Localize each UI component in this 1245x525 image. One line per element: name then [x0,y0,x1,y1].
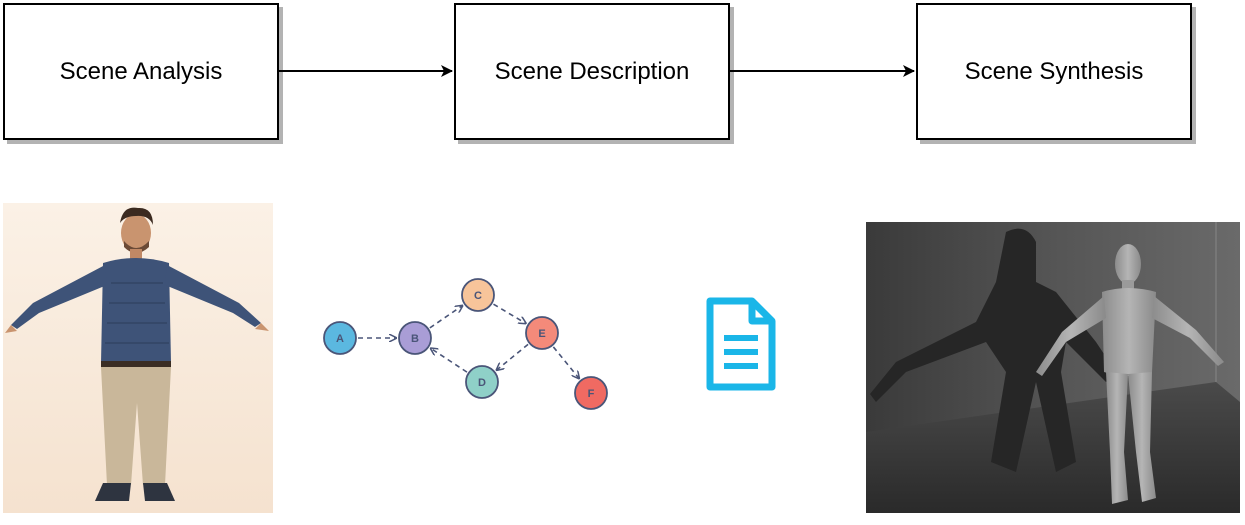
graph-node-circle [398,321,432,355]
scene-description-box: Scene Description [454,3,730,140]
graph-node-circle [525,316,559,350]
scene-description-label: Scene Description [494,57,690,85]
graph-node-label: D [478,377,486,389]
rendered-scene-image [866,222,1240,513]
scene-graph-illustration: A B C D E F [323,278,608,410]
graph-edge-e-d [497,343,529,370]
graph-node-a: A [323,321,357,355]
graph-edge-b-c [429,306,462,329]
graph-node-label: C [474,290,482,302]
scene-synthesis-box: Scene Synthesis [916,3,1192,140]
scene-analysis-box: Scene Analysis [3,3,279,140]
graph-node-label: A [336,333,344,345]
graph-node-b: B [398,321,432,355]
graph-node-d: D [465,365,499,399]
document-icon [706,297,776,391]
graph-node-circle [323,321,357,355]
scene-analysis-label: Scene Analysis [59,57,223,85]
graph-edge-c-e [493,303,525,323]
graph-node-circle [461,278,495,312]
graph-edge-d-b [431,348,468,373]
graph-node-e: E [525,316,559,350]
graph-node-label: F [588,388,595,400]
graph-node-label: B [411,333,419,345]
graph-node-f: F [574,376,608,410]
graph-edge-e-f [552,346,579,378]
person-photo [3,203,273,513]
graph-nodes: A B C D E F [323,278,608,410]
graph-node-c: C [461,278,495,312]
graph-node-circle [465,365,499,399]
graph-edges [358,303,579,378]
scene-synthesis-label: Scene Synthesis [964,57,1144,85]
graph-node-circle [574,376,608,410]
graph-node-label: E [538,328,545,340]
